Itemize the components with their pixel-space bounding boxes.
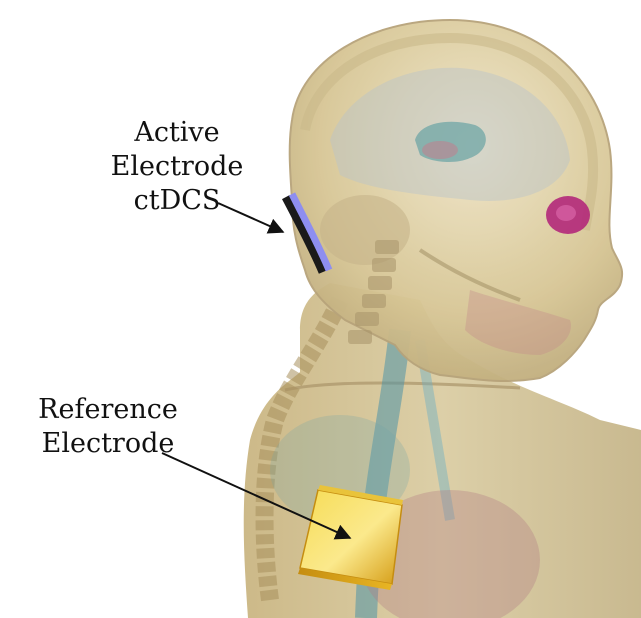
reference-electrode-label: Reference Electrode (18, 393, 198, 461)
active-electrode-label: Active Electrode ctDCS (92, 116, 262, 218)
active-label-line-1: Active (92, 116, 262, 150)
active-label-line-3: ctDCS (92, 184, 262, 218)
reference-label-line-1: Reference (18, 393, 198, 427)
reference-label-line-2: Electrode (18, 427, 198, 461)
active-label-line-2: Electrode (92, 150, 262, 184)
